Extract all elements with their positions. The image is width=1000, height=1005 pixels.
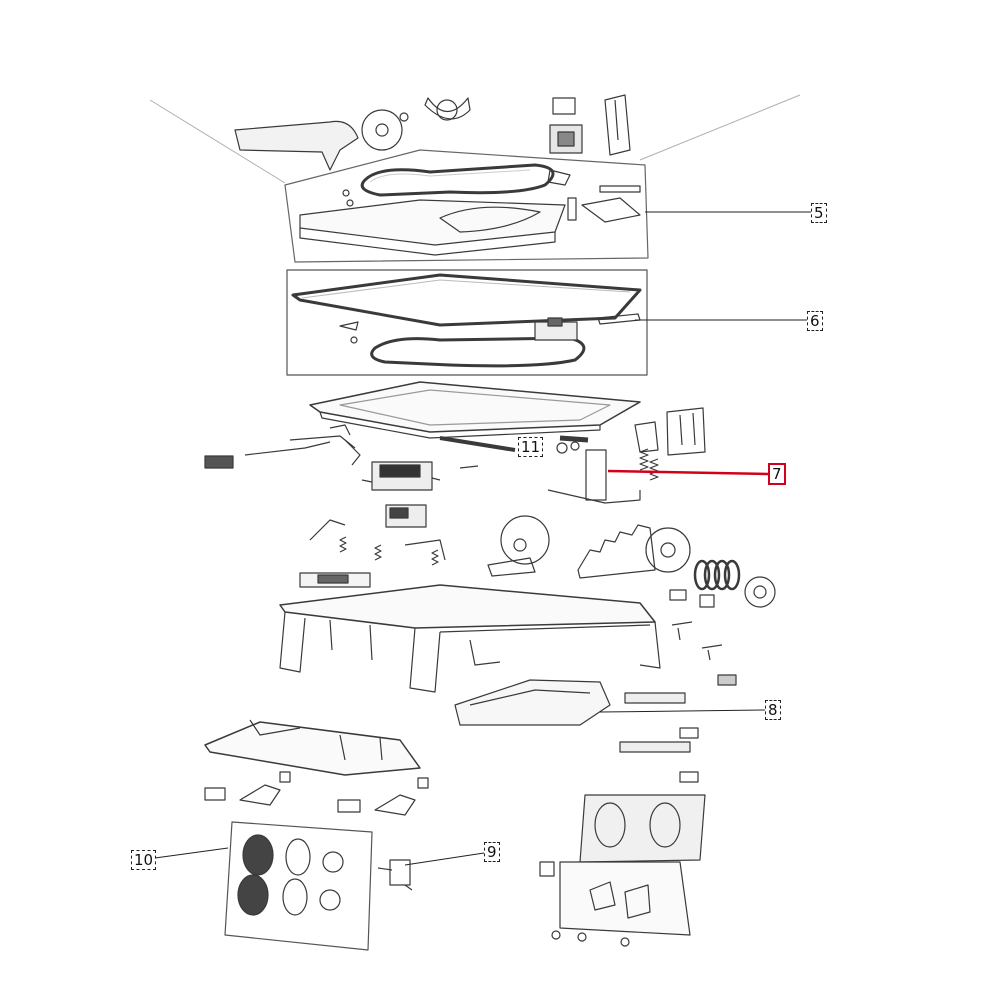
timer-dial-and-gears — [487, 515, 776, 608]
callout-label-7: 7 — [768, 463, 786, 485]
callout-label-5: 5 — [811, 203, 827, 223]
switch-lever-parts — [204, 424, 479, 588]
callout-leader-7-highlight — [607, 469, 769, 476]
callout-label-11: 11 — [518, 437, 544, 457]
top-perspective-frame — [149, 94, 801, 184]
assembly-6-frame — [286, 269, 648, 376]
base-plate — [204, 719, 429, 816]
assembly-9-switch — [377, 859, 413, 891]
assembly-7-thermostat-bracket — [547, 407, 706, 504]
callout-label-10: 10 — [131, 850, 157, 870]
assembly-5-top-cover — [234, 94, 649, 263]
callout-leader-lines — [154, 211, 812, 866]
assembly-10-control-knobs — [224, 821, 373, 951]
middle-grill-plate — [309, 381, 641, 452]
callout-label-9: 9 — [484, 842, 500, 862]
callout-label-8: 8 — [765, 700, 781, 720]
control-panel-housing — [539, 794, 706, 947]
main-housing-frame — [279, 584, 737, 693]
callout-label-6: 6 — [807, 311, 823, 331]
assembly-8-drip-tray — [454, 679, 699, 783]
